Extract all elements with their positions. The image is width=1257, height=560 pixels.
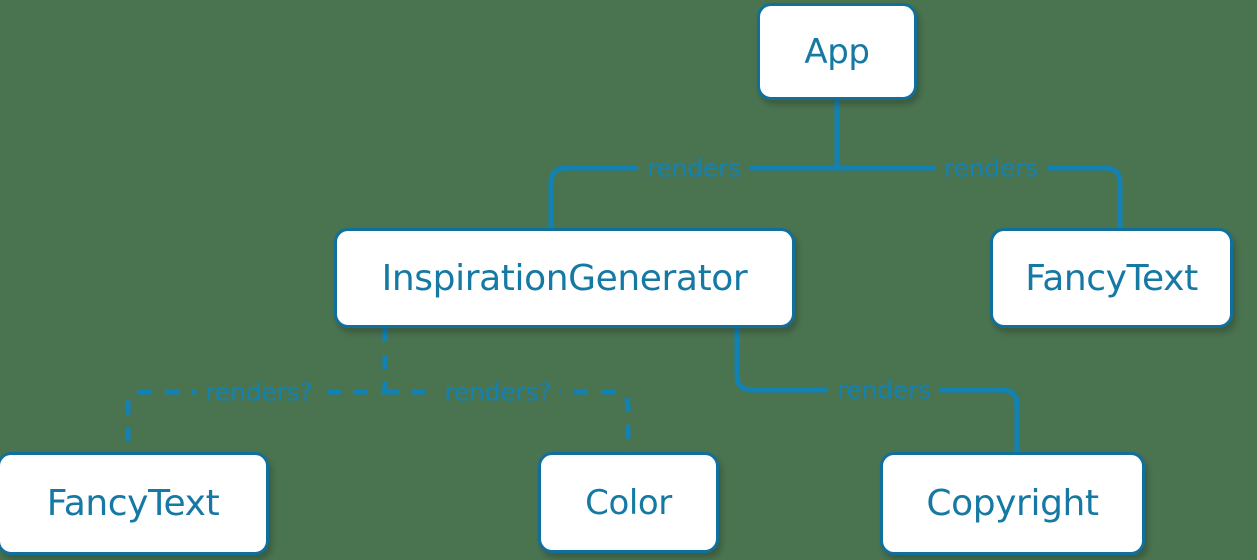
- node-label-fancytext2: FancyText: [46, 483, 220, 524]
- node-inspgen[interactable]: InspirationGenerator: [334, 228, 795, 328]
- node-label-color: Color: [585, 482, 672, 523]
- edge-inspgen-fancytext2: [125, 328, 388, 452]
- edge-inspgen-color: [385, 389, 631, 452]
- node-copyright[interactable]: Copyright: [880, 452, 1145, 555]
- node-fancytext1[interactable]: FancyText: [990, 228, 1233, 328]
- edge-label-app-inspgen: renders: [637, 155, 751, 181]
- edge-app-inspgen: [548, 97, 840, 231]
- edge-label-app-fancytext1: renders: [934, 155, 1048, 181]
- node-label-fancytext1: FancyText: [1025, 257, 1198, 299]
- node-fancytext2[interactable]: FancyText: [0, 452, 269, 555]
- node-color[interactable]: Color: [538, 452, 719, 553]
- edge-label-inspgen-fancytext2: renders?: [196, 379, 322, 405]
- edge-label-inspgen-copyright: renders: [827, 377, 941, 403]
- edge-app-fancytext1: [834, 165, 1123, 231]
- node-label-app: App: [804, 31, 870, 72]
- node-label-inspgen: InspirationGenerator: [381, 257, 748, 299]
- node-label-copyright: Copyright: [926, 483, 1099, 524]
- edge-label-inspgen-color: renders?: [435, 379, 561, 405]
- node-app[interactable]: App: [757, 3, 917, 100]
